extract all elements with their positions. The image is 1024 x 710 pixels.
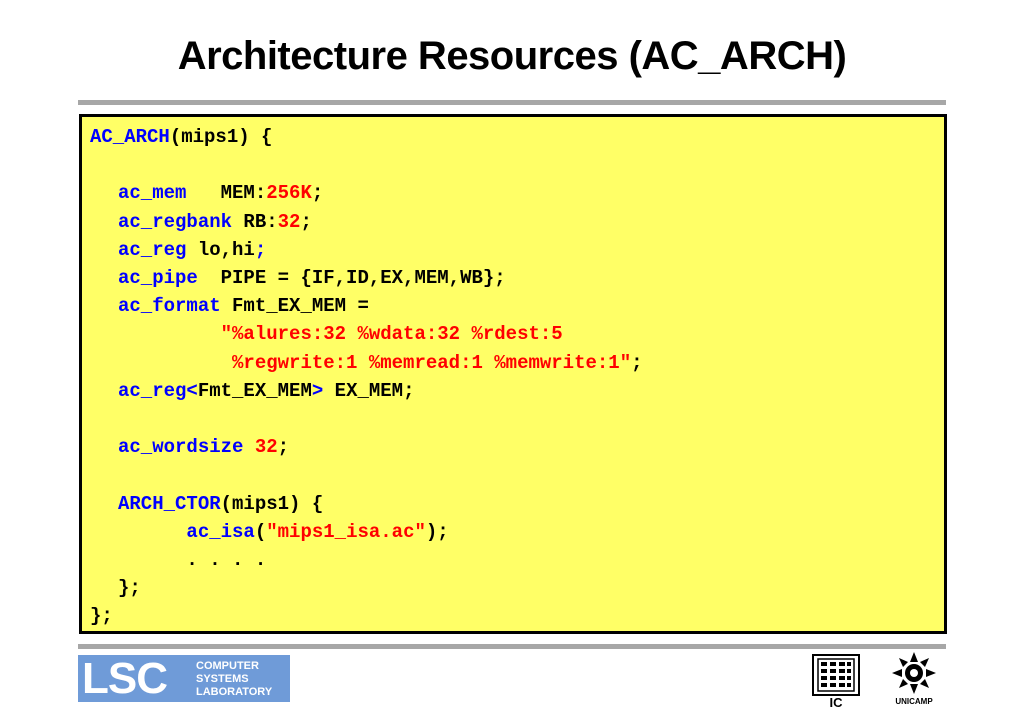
code-line-ac-format: ac_format Fmt_EX_MEM = xyxy=(118,295,369,318)
ic-logo: IC xyxy=(812,654,860,710)
code-line-ellipsis: . . . . xyxy=(186,549,267,572)
code-line-blank xyxy=(90,154,101,176)
code-line-ac-regbank: ac_regbank RB:32; xyxy=(118,210,312,233)
code-line-arch-close: }; xyxy=(90,605,113,628)
code-line-format-string-2: %regwrite:1 %memread:1 %memwrite:1"; xyxy=(232,351,643,374)
bottom-divider xyxy=(78,644,946,649)
code-line-arch-ctor: ARCH_CTOR(mips1) { xyxy=(118,492,324,515)
code-line-ac-isa: ac_isa("mips1_isa.ac"); xyxy=(186,520,449,543)
code-listing: AC_ARCH(mips1) { ac_mem MEM:256K; ac_reg… xyxy=(90,123,643,631)
code-line-blank xyxy=(90,464,101,486)
footer: LSC COMPUTER SYSTEMS LABORATORY IC xyxy=(0,650,1024,710)
ic-logo-label: IC xyxy=(829,695,843,710)
lsc-logo: LSC COMPUTER SYSTEMS LABORATORY xyxy=(78,655,290,702)
lsc-logo-letters: LSC xyxy=(82,654,168,703)
code-box: AC_ARCH(mips1) { ac_mem MEM:256K; ac_reg… xyxy=(79,114,947,634)
code-line-ctor-close: }; xyxy=(118,577,141,600)
top-divider xyxy=(78,100,946,105)
code-line-blank xyxy=(90,408,101,430)
unicamp-logo-label: UNICAMP xyxy=(895,697,933,706)
unicamp-logo: UNICAMP xyxy=(884,650,944,709)
code-line-1: AC_ARCH(mips1) { xyxy=(90,126,273,148)
code-line-ac-reg: ac_reg lo,hi; xyxy=(118,238,267,261)
code-line-ac-wordsize: ac_wordsize 32; xyxy=(118,436,290,459)
code-line-format-string-1: "%alures:32 %wdata:32 %rdest:5 xyxy=(220,323,563,346)
lsc-logo-caption: COMPUTER SYSTEMS LABORATORY xyxy=(196,660,273,698)
ic-chip-icon xyxy=(812,654,860,696)
code-line-ac-mem: ac_mem MEM:256K; xyxy=(118,182,324,205)
code-line-ac-pipe: ac_pipe PIPE = {IF,ID,EX,MEM,WB}; xyxy=(118,267,506,290)
slide-title: Architecture Resources (AC_ARCH) xyxy=(177,34,847,78)
code-line-ac-reg-template: ac_reg<Fmt_EX_MEM> EX_MEM; xyxy=(118,379,415,402)
unicamp-emblem-icon xyxy=(892,652,936,694)
